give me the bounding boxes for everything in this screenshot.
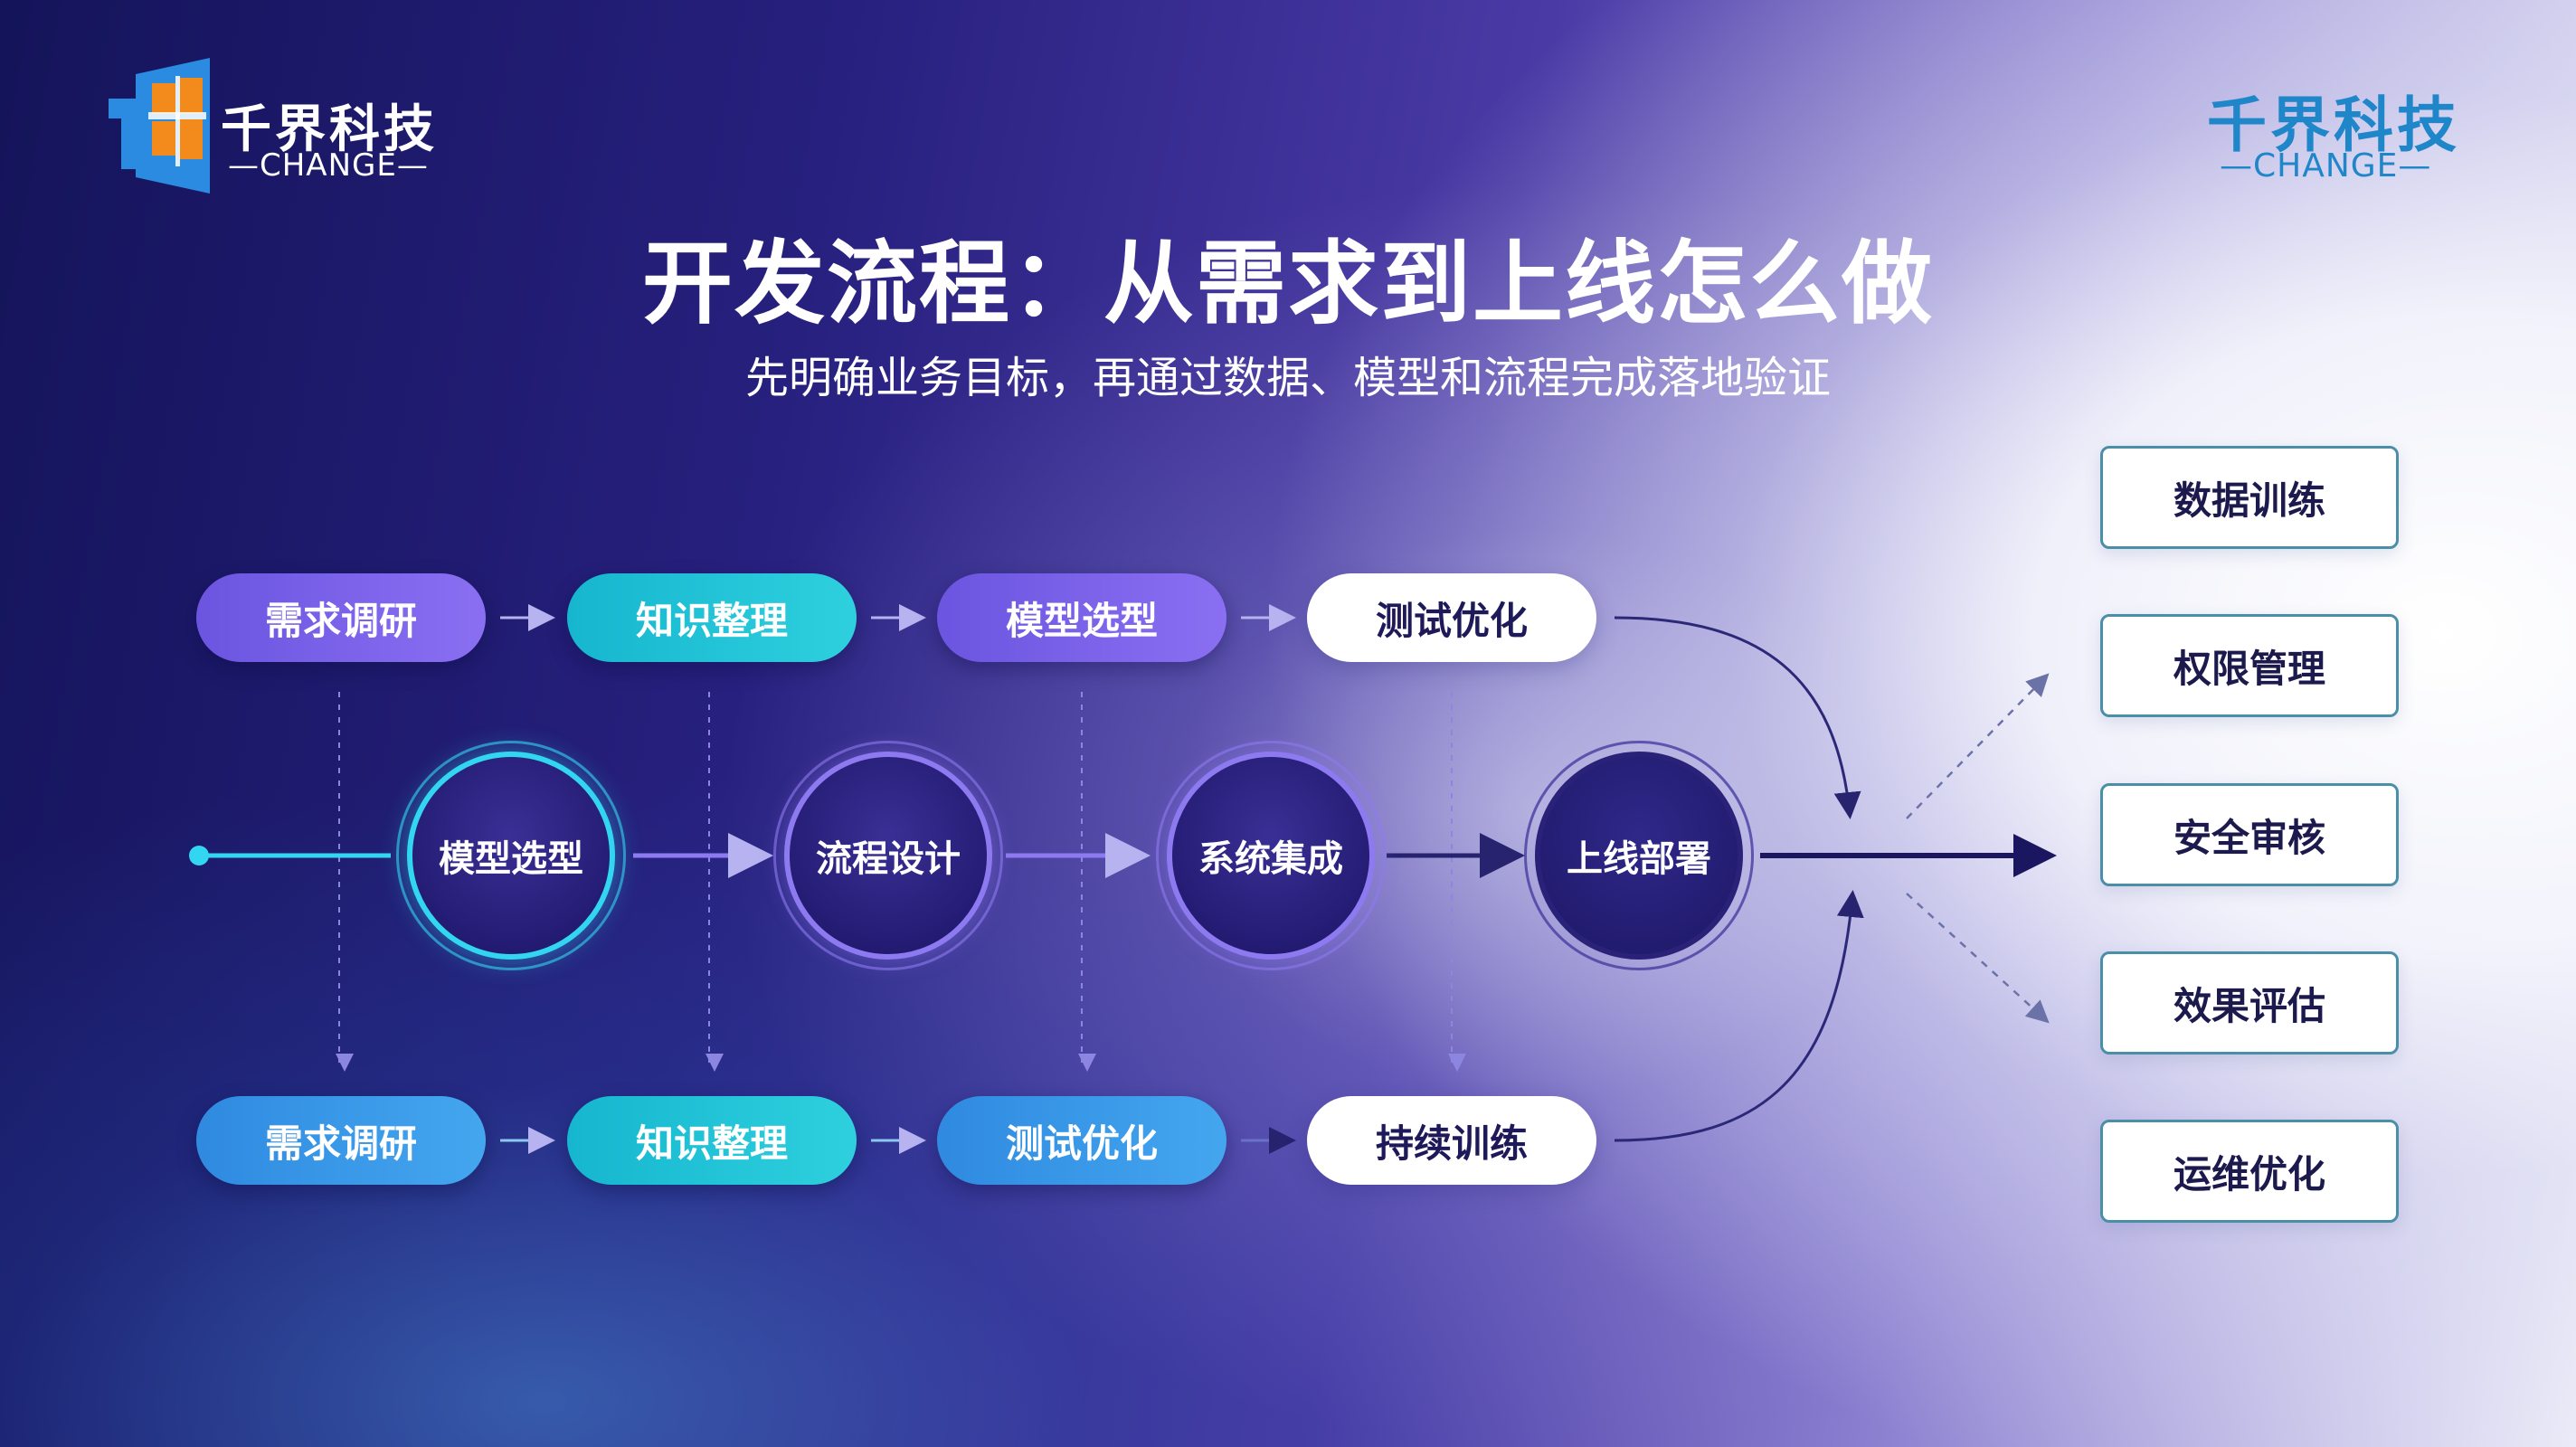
middle-node-label: 上线部署 xyxy=(1567,838,1711,880)
middle-node-1: 模型选型 xyxy=(396,741,626,970)
brand-logo-left: 千界科技 —CHANGE— xyxy=(109,54,488,199)
middle-node-label: 系统集成 xyxy=(1198,838,1343,880)
middle-node-label: 模型选型 xyxy=(439,838,583,880)
middle-node-2: 流程设计 xyxy=(773,741,1003,970)
top-step-4: 测试优化 xyxy=(1307,573,1596,662)
bottom-step-3: 测试优化 xyxy=(937,1096,1226,1185)
brand-name-cn: 千界科技 xyxy=(221,100,438,159)
middle-node-4: 上线部署 xyxy=(1524,741,1754,970)
output-box-3: 安全审核 xyxy=(2100,783,2399,886)
bottom-step-4: 持续训练 xyxy=(1307,1096,1596,1185)
top-step-1: 需求调研 xyxy=(196,573,486,662)
output-box-4: 效果评估 xyxy=(2100,951,2399,1055)
output-box-2: 权限管理 xyxy=(2100,614,2399,717)
logo-mark-icon xyxy=(109,58,210,194)
bottom-step-1: 需求调研 xyxy=(196,1096,486,1185)
output-box-1: 数据训练 xyxy=(2100,446,2399,549)
brand-logo-right: 千界科技 —CHANGE— xyxy=(2207,77,2496,194)
middle-node-3: 系统集成 xyxy=(1156,741,1386,970)
brand-name-en: —CHANGE— xyxy=(2220,147,2432,184)
top-step-3: 模型选型 xyxy=(937,573,1226,662)
middle-node-label: 流程设计 xyxy=(816,838,961,880)
bottom-step-2: 知识整理 xyxy=(567,1096,857,1185)
top-step-2: 知识整理 xyxy=(567,573,857,662)
brand-name-en: —CHANGE— xyxy=(228,147,429,184)
page-subtitle: 先明确业务目标，再通过数据、模型和流程完成落地验证 xyxy=(744,353,1831,403)
page-title: 开发流程：从需求到上线怎么做 xyxy=(642,231,1934,336)
brand-name-cn: 千界科技 xyxy=(2207,90,2460,160)
output-box-5: 运维优化 xyxy=(2100,1120,2399,1223)
